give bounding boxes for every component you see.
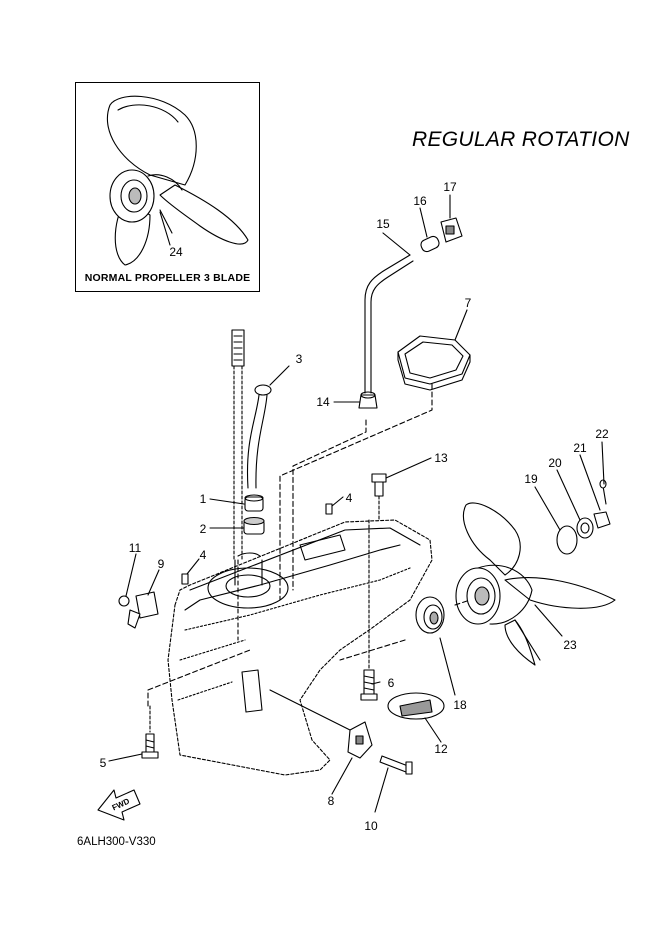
spacer-19 xyxy=(556,525,578,555)
grommet-14 xyxy=(358,391,378,409)
seal-2 xyxy=(243,516,265,535)
assembly-lines xyxy=(147,383,471,707)
callout-2: 2 xyxy=(199,522,207,536)
callout-20: 20 xyxy=(548,456,562,470)
trim-tab-9 xyxy=(127,591,159,629)
bolt-5 xyxy=(141,733,159,759)
callout-7: 7 xyxy=(464,296,472,310)
dowel-pin-4a xyxy=(325,503,333,515)
callout-24: 24 xyxy=(169,245,183,259)
callout-4b: 4 xyxy=(199,548,207,562)
propeller-24-illustration xyxy=(106,95,249,266)
cover-18 xyxy=(415,596,445,634)
inset-normal-propeller xyxy=(75,82,260,292)
callout-6: 6 xyxy=(387,676,395,690)
guide-line-8 xyxy=(269,689,351,731)
bolt-10 xyxy=(379,755,413,775)
cotter-pin-22 xyxy=(599,479,607,505)
callout-13: 13 xyxy=(434,451,448,465)
propeller-23-illustration xyxy=(455,502,616,666)
callout-21: 21 xyxy=(573,441,587,455)
inset-caption: NORMAL PROPELLER 3 BLADE xyxy=(84,272,251,284)
diagram-code: 6ALH300-V330 xyxy=(77,836,156,848)
callout-9: 9 xyxy=(157,557,165,571)
rubber-17 xyxy=(440,217,463,243)
callout-12: 12 xyxy=(434,742,448,756)
cap-16 xyxy=(420,235,440,253)
callout-22: 22 xyxy=(595,427,609,441)
washer-20-hole xyxy=(580,522,590,534)
fwd-arrow-icon xyxy=(97,789,141,821)
callout-19: 19 xyxy=(524,472,538,486)
callout-1: 1 xyxy=(199,492,207,506)
dowel-pin-4b xyxy=(181,573,189,585)
leader-lines xyxy=(108,194,605,813)
bushing-1 xyxy=(244,494,264,512)
nut-21 xyxy=(593,511,611,529)
callout-4a: 4 xyxy=(345,491,353,505)
callout-14: 14 xyxy=(316,395,330,409)
lower-case-housing xyxy=(167,519,433,776)
trim-tab-8 xyxy=(347,721,373,759)
diagram-title: REGULAR ROTATION xyxy=(412,128,630,151)
callout-16: 16 xyxy=(413,194,427,208)
callout-8: 8 xyxy=(327,794,335,808)
anode-12 xyxy=(387,692,445,720)
washer-20 xyxy=(576,517,594,539)
callout-18: 18 xyxy=(453,698,467,712)
callout-23: 23 xyxy=(563,638,577,652)
callout-11: 11 xyxy=(128,541,142,555)
bolt-6 xyxy=(360,669,378,701)
bolt-13 xyxy=(371,473,387,521)
callout-17: 17 xyxy=(443,180,457,194)
bolt-11 xyxy=(118,595,130,607)
water-tube-3 xyxy=(246,384,272,489)
callout-5: 5 xyxy=(99,756,107,770)
callout-10: 10 xyxy=(364,819,378,833)
callout-3: 3 xyxy=(295,352,303,366)
callout-15: 15 xyxy=(376,217,390,231)
tube-15 xyxy=(364,254,414,394)
gasket-7 xyxy=(397,335,471,391)
